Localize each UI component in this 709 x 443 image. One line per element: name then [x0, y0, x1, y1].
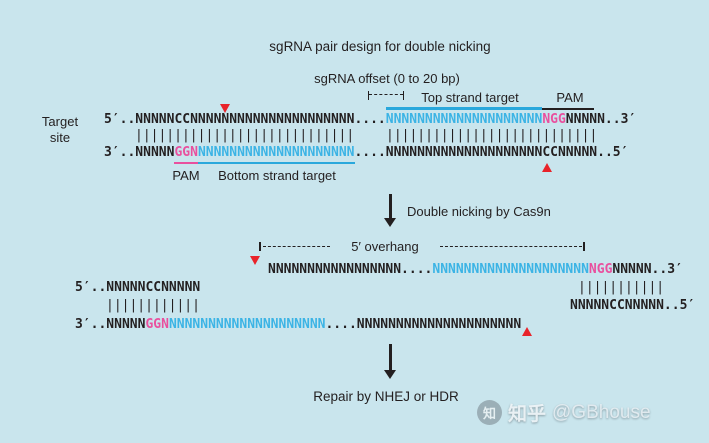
step1-arrow-line — [389, 194, 392, 218]
sgrna-offset-bracket — [368, 91, 404, 100]
bottom-strand-pam-segment: GGN — [174, 145, 198, 160]
overhang-left-tick — [259, 242, 261, 251]
nick-marker-top-strand — [220, 104, 230, 113]
bottom-strand-3prime-segment: 3′..NNNNN — [104, 145, 175, 160]
bottom-strand-target-label: Bottom strand target — [218, 168, 336, 183]
bottom-strand-5prime-segment: ....NNNNNNNNNNNNNNNNNNNNCCNNNNN..5′ — [354, 145, 629, 160]
top-strand-target-overline — [386, 107, 542, 110]
bottom-fragment-3prime-segment: 3′..NNNNN — [75, 317, 146, 332]
zhihu-logo-icon: 知 — [477, 400, 502, 425]
overhang-label: 5′ overhang — [351, 239, 419, 254]
step1-arrow-head — [384, 218, 396, 227]
top-fragment-target-segment: NNNNNNNNNNNNNNNNNNNN — [432, 262, 589, 277]
nicked-top-strand-left-fragment: 5′..NNNNNCCNNNNN — [75, 280, 201, 295]
top-strand-pam-segment: NGG — [542, 112, 566, 127]
basepair-lines-right-fragment: ||||||||||| — [578, 280, 665, 295]
pam-underline — [174, 162, 198, 165]
top-strand-target-label: Top strand target — [421, 90, 519, 105]
watermark-handle: @GBhouse — [552, 401, 651, 423]
overhang-left-dashes — [263, 246, 330, 247]
nicked-bottom-strand-right-fragment: NNNNNCCNNNNN..5′ — [570, 298, 696, 313]
top-fragment-3prime-segment: NNNNN..3′ — [612, 262, 683, 277]
pam-label-top: PAM — [556, 90, 584, 105]
diagram-title: sgRNA pair design for double nicking — [269, 39, 491, 54]
top-fragment-left-segment: NNNNNNNNNNNNNNNNN.... — [268, 262, 433, 277]
bottom-strand-target-segment: NNNNNNNNNNNNNNNNNNNN — [197, 145, 355, 160]
nicked-top-strand-right-fragment: NNNNNNNNNNNNNNNNN....NNNNNNNNNNNNNNNNNNN… — [268, 263, 683, 277]
top-strand-sequence: 5′..NNNNNCCNNNNNNNNNNNNNNNNNNNNN....NNNN… — [104, 113, 636, 127]
top-fragment-pam-segment: NGG — [588, 262, 613, 277]
bottom-fragment-target-segment: NNNNNNNNNNNNNNNNNNNN — [168, 317, 326, 332]
overhang-right-dashes — [440, 246, 582, 247]
top-strand-5prime-segment: 5′..NNNNNCCNNNNNNNNNNNNNNNNNNNNN.... — [104, 112, 386, 127]
top-strand-3prime-segment: NNNNN..3′ — [565, 112, 637, 127]
sgrna-offset-label: sgRNA offset (0 to 20 bp) — [314, 71, 460, 86]
overhang-right-tick — [583, 242, 585, 251]
nick-marker-top-fragment — [250, 256, 260, 265]
watermark-brand: 知乎 — [508, 404, 547, 425]
basepair-lines-right: ||||||||||||||||||||||||||| — [386, 128, 598, 143]
bottom-strand-target-underline — [198, 162, 355, 165]
basepair-lines-left: |||||||||||||||||||||||||||| — [135, 128, 355, 143]
bottom-fragment-pam-segment: GGN — [145, 317, 169, 332]
step1-label: Double nicking by Cas9n — [407, 204, 551, 219]
step2-label: Repair by NHEJ or HDR — [313, 389, 459, 404]
target-site-label: Target site — [41, 114, 79, 145]
step2-arrow-head — [384, 370, 396, 379]
step2-arrow-line — [389, 344, 392, 370]
watermark: 知 知乎 @GBhouse — [477, 399, 651, 426]
pam-overline — [542, 107, 594, 110]
nick-marker-bottom-strand — [542, 163, 552, 172]
top-strand-target-segment: NNNNNNNNNNNNNNNNNNNN — [385, 112, 543, 127]
nicked-bottom-strand-left-fragment: 3′..NNNNNGGNNNNNNNNNNNNNNNNNNNNN....NNNN… — [75, 318, 521, 332]
pam-label-bottom: PAM — [172, 168, 200, 183]
bottom-fragment-right-segment: ....NNNNNNNNNNNNNNNNNNNNN — [325, 317, 522, 332]
nick-marker-bottom-fragment — [522, 327, 532, 336]
basepair-lines-left-fragment: |||||||||||| — [106, 298, 200, 313]
sgrna-offset-dashes — [369, 94, 403, 96]
bottom-strand-sequence: 3′..NNNNNGGNNNNNNNNNNNNNNNNNNNNN....NNNN… — [104, 146, 628, 160]
